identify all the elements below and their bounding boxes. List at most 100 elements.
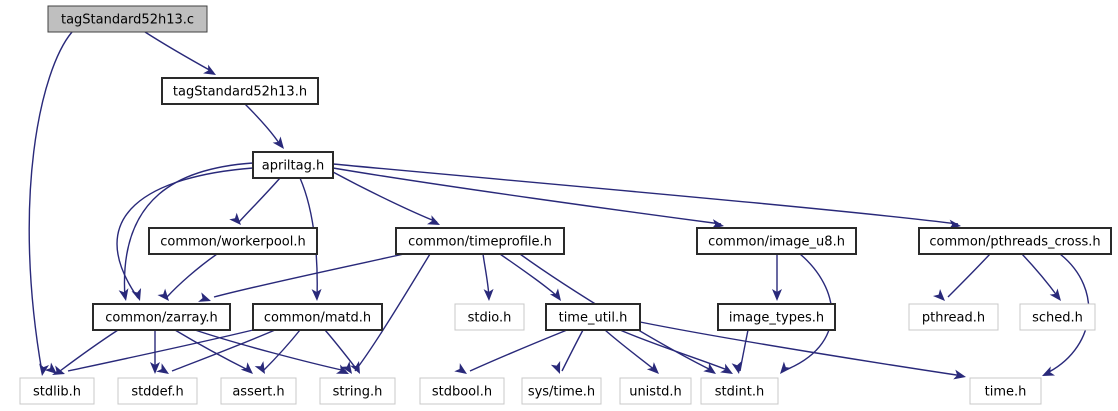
node-box[interactable] [696,227,857,255]
node-box[interactable] [969,377,1042,405]
dependency-edge [354,253,431,372]
edge-arrowhead [483,288,494,301]
graph-node-time_util_h[interactable]: time_util.h [545,303,641,331]
graph-node-string_h[interactable]: string.h [319,377,396,405]
edge-arrowhead [550,361,561,374]
graph-node-tagStandard52h13_h[interactable]: tagStandard52h13.h [161,77,319,105]
edge-arrowhead [131,288,142,301]
edge-arrowhead [731,361,742,374]
node-box[interactable] [161,77,319,105]
node-box[interactable] [700,377,779,405]
edge-arrowhead [150,362,160,374]
dependency-edge [469,329,568,372]
dependency-edge [332,171,438,223]
graph-node-assert_h[interactable]: assert.h [220,377,297,405]
edge-arrowhead [1049,288,1061,301]
edge-arrowhead [720,363,733,374]
edge-arrowhead [44,362,57,374]
edge-arrowhead [157,288,169,301]
graph-node-matd_h[interactable]: common/matd.h [252,303,383,331]
graph-node-stdio_h[interactable]: stdio.h [454,303,525,331]
edge-arrowhead [156,363,169,374]
edge-arrowhead [229,212,241,225]
node-box[interactable] [918,227,1112,255]
edge-arrowhead [203,64,216,75]
dependency-edge [213,253,405,298]
dependency-edge [947,253,991,298]
graph-node-apriltag_h[interactable]: apriltag.h [252,151,334,179]
graph-node-time_h[interactable]: time.h [969,377,1042,405]
node-box[interactable] [319,377,396,405]
edge-arrowhead [454,363,467,374]
dependency-edge [561,329,584,372]
node-box[interactable] [1019,303,1096,331]
edge-arrowhead [272,136,284,149]
graph-node-stddef_h[interactable]: stddef.h [117,377,198,405]
graph-node-stdbool_h[interactable]: stdbool.h [419,377,505,405]
node-box[interactable] [908,303,999,331]
graph-node-sched_h[interactable]: sched.h [1019,303,1096,331]
edge-arrowhead [336,364,349,374]
graph-node-pthread_h[interactable]: pthread.h [908,303,999,331]
graph-node-image_types_h[interactable]: image_types.h [717,303,836,331]
dependency-edge [194,329,347,372]
node-box[interactable] [521,377,602,405]
node-box[interactable] [148,227,318,255]
node-box[interactable] [19,377,95,405]
node-box[interactable] [717,303,836,331]
edge-arrowhead [350,361,360,374]
edge-arrowhead [118,288,129,301]
graph-node-image_u8_h[interactable]: common/image_u8.h [696,227,857,255]
graph-node-stdint_h[interactable]: stdint.h [700,377,779,405]
node-box[interactable] [220,377,297,405]
graph-node-workerpool_h[interactable]: common/workerpool.h [148,227,318,255]
graph-node-timeprofile_h[interactable]: common/timeprofile.h [395,227,565,255]
dependency-edge [67,329,254,372]
graph-node-tagStandard52h13_c[interactable]: tagStandard52h13.c [47,5,208,33]
edge-arrowhead [52,365,65,376]
dependency-edge [144,31,214,73]
node-box[interactable] [252,151,334,179]
dependency-edge [324,329,359,372]
dependency-edge [499,253,559,298]
graph-node-unistd_h[interactable]: unistd.h [619,377,692,405]
dependency-edge [244,103,282,147]
edge-arrowhead [427,215,440,225]
edge-arrowhead [311,288,322,301]
node-box[interactable] [47,5,208,33]
dependency-edge [1021,253,1059,298]
graph-node-pthreads_cross_h[interactable]: common/pthreads_cross.h [918,227,1112,255]
graph-node-sys_time_h[interactable]: sys/time.h [521,377,602,405]
graph-node-stdlib_h[interactable]: stdlib.h [19,377,95,405]
edge-arrowhead [1042,366,1055,376]
edge-arrowhead [254,361,265,374]
dependency-edge [166,253,218,298]
graph-node-zarray_h[interactable]: common/zarray.h [92,303,231,331]
dependency-edge [123,162,254,299]
edge-arrowhead [703,363,716,374]
edge-arrowhead [953,369,966,380]
dependency-edge [332,167,722,225]
node-box[interactable] [395,227,565,255]
dependency-edge [116,167,254,299]
dependency-edge [28,31,73,373]
node-box[interactable] [252,303,383,331]
node-box[interactable] [619,377,692,405]
node-box[interactable] [454,303,525,331]
dependency-edge [639,321,964,377]
dependency-edge [332,163,959,225]
node-box[interactable] [419,377,505,405]
node-box[interactable] [545,303,641,331]
edge-arrowhead [549,288,561,301]
dependency-edge [171,329,276,372]
edge-arrowhead [39,363,50,376]
edge-arrowhead [932,288,945,301]
edge-arrowhead [711,219,724,230]
node-box[interactable] [92,303,231,331]
edge-arrowhead [780,361,792,374]
dependency-edge [174,329,251,372]
arrowhead-layer [39,64,1061,380]
edge-arrowhead [646,362,659,374]
node-box[interactable] [117,377,198,405]
